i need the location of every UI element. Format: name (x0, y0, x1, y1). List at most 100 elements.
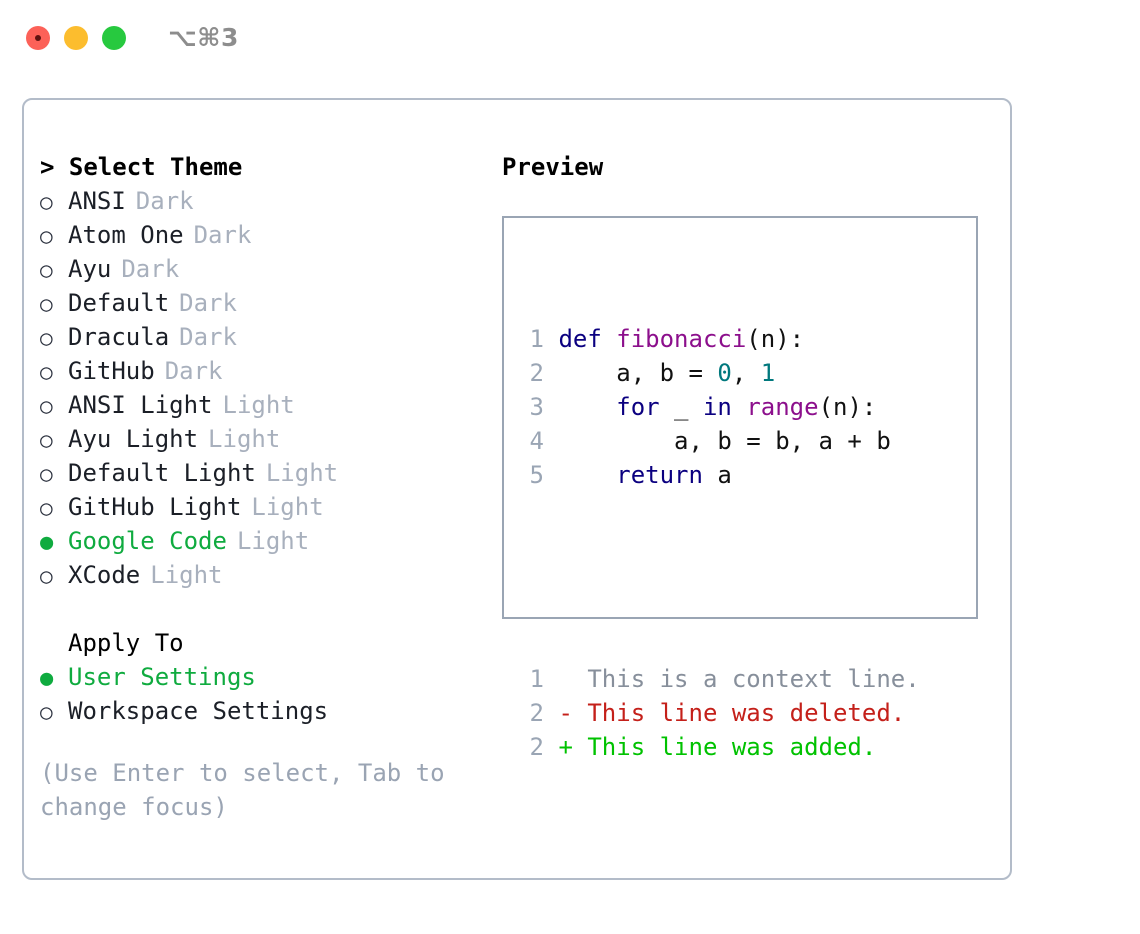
code-line-3: 4 a, b = b, a + b (520, 424, 920, 458)
theme-kind-badge: Light (150, 561, 223, 589)
close-button[interactable] (26, 26, 50, 50)
radio-unselected-icon: ○ (40, 292, 53, 316)
maximize-button[interactable] (102, 26, 126, 50)
code-token-num: 1 (760, 359, 776, 387)
theme-kind-badge: Light (265, 459, 339, 487)
radio-unselected-icon: ○ (40, 428, 53, 452)
diff-block: 1 This is a context line.2 - This line w… (520, 662, 920, 764)
theme-option-label: GitHub (68, 357, 155, 385)
theme-option-2[interactable]: ○ Ayu Dark (40, 252, 500, 286)
theme-option-label: ANSI Light (68, 391, 213, 419)
theme-kind-badge: Dark (179, 289, 237, 317)
select-theme-title (54, 153, 68, 181)
theme-option-label: Default (68, 289, 170, 317)
theme-option-11[interactable]: ○ XCode Light (40, 558, 500, 592)
preview-column: Preview 1 def fibonacci(n):2 a, b = 0, 1… (502, 150, 1002, 761)
theme-option-label: XCode (68, 561, 141, 589)
radio-unselected-icon: ○ (40, 360, 53, 384)
code-token-fn: fibonacci (616, 325, 747, 353)
code-token-txt: a, b = b, a + b (544, 427, 891, 455)
line-number: 1 (529, 665, 544, 693)
code-token-num: 0 (717, 359, 732, 387)
code-line-4: 5 return a (520, 458, 920, 492)
theme-option-label: Ayu (68, 255, 112, 283)
apply-to-option-0[interactable]: ● User Settings (40, 660, 500, 694)
code-token-fn: range (746, 393, 819, 421)
code-token-txt: _ (659, 393, 703, 421)
radio-unselected-icon: ○ (40, 564, 53, 588)
line-number: 4 (529, 427, 544, 455)
prompt-caret: > (40, 153, 55, 181)
apply-to-option-1[interactable]: ○ Workspace Settings (40, 694, 500, 728)
code-token-txt: (n): (818, 393, 877, 421)
theme-kind-badge: Dark (164, 357, 223, 385)
apply-to-option-label: Workspace Settings (68, 697, 329, 725)
code-token-kw: def (544, 325, 617, 353)
apply-to-option-label: User Settings (68, 663, 256, 691)
diff-line-1: 2 - This line was deleted. (520, 696, 920, 730)
code-token-txt: , (731, 359, 761, 387)
select-theme-heading: > Select Theme (40, 150, 500, 184)
code-line-0: 1 def fibonacci(n): (520, 322, 920, 356)
theme-kind-badge: Light (251, 493, 324, 521)
theme-kind-badge: Light (236, 527, 310, 555)
radio-unselected-icon: ○ (40, 224, 53, 248)
theme-option-label: Dracula (68, 323, 170, 351)
line-number: 3 (529, 393, 544, 421)
theme-option-3[interactable]: ○ Default Dark (40, 286, 500, 320)
code-token-txt: (n): (746, 325, 805, 353)
code-token-txt (544, 393, 616, 421)
theme-kind-badge: Dark (135, 187, 194, 215)
radio-unselected-icon: ○ (40, 394, 53, 418)
apply-to-list: ● User Settings ○ Workspace Settings (40, 660, 500, 728)
code-token-txt (544, 461, 616, 489)
code-token-kw: in (702, 393, 732, 421)
code-line-1: 2 a, b = 0, 1 (520, 356, 920, 390)
line-number: 5 (529, 461, 544, 489)
minimize-button[interactable] (64, 26, 88, 50)
radio-unselected-icon: ○ (40, 700, 53, 724)
code-token-del: - This line was deleted. (544, 699, 906, 727)
theme-option-label: Default Light (68, 459, 256, 487)
theme-option-5[interactable]: ○ GitHub Dark (40, 354, 500, 388)
code-token-kw: return (616, 461, 703, 489)
theme-kind-badge: Dark (121, 255, 180, 283)
theme-kind-badge: Dark (193, 221, 252, 249)
section-spacer (40, 592, 500, 626)
keyboard-hint-text: (Use Enter to select, Tab to change focu… (40, 759, 445, 821)
title-bar: ⌥⌘3 (0, 0, 1140, 78)
code-token-txt: a (702, 461, 732, 489)
line-number: 1 (529, 325, 544, 353)
theme-kind-badge: Dark (179, 323, 237, 351)
line-number: 2 (529, 699, 544, 727)
apply-to-heading: Apply To (68, 629, 184, 657)
traffic-light-group (26, 26, 126, 50)
keyboard-shortcut-label: ⌥⌘3 (168, 23, 239, 52)
code-token-kw: for (616, 393, 660, 421)
radio-selected-icon: ● (40, 666, 54, 691)
theme-option-label: ANSI (68, 187, 126, 215)
code-token-txt (732, 393, 746, 421)
code-token-ctx: This is a context line. (544, 665, 920, 693)
select-theme-title-text: Select Theme (68, 153, 243, 181)
line-number: 2 (529, 733, 544, 761)
diff-line-2: 2 + This line was added. (520, 730, 920, 764)
radio-unselected-icon: ○ (40, 258, 53, 282)
radio-selected-icon: ● (40, 530, 54, 555)
code-line-2: 3 for _ in range(n): (520, 390, 920, 424)
